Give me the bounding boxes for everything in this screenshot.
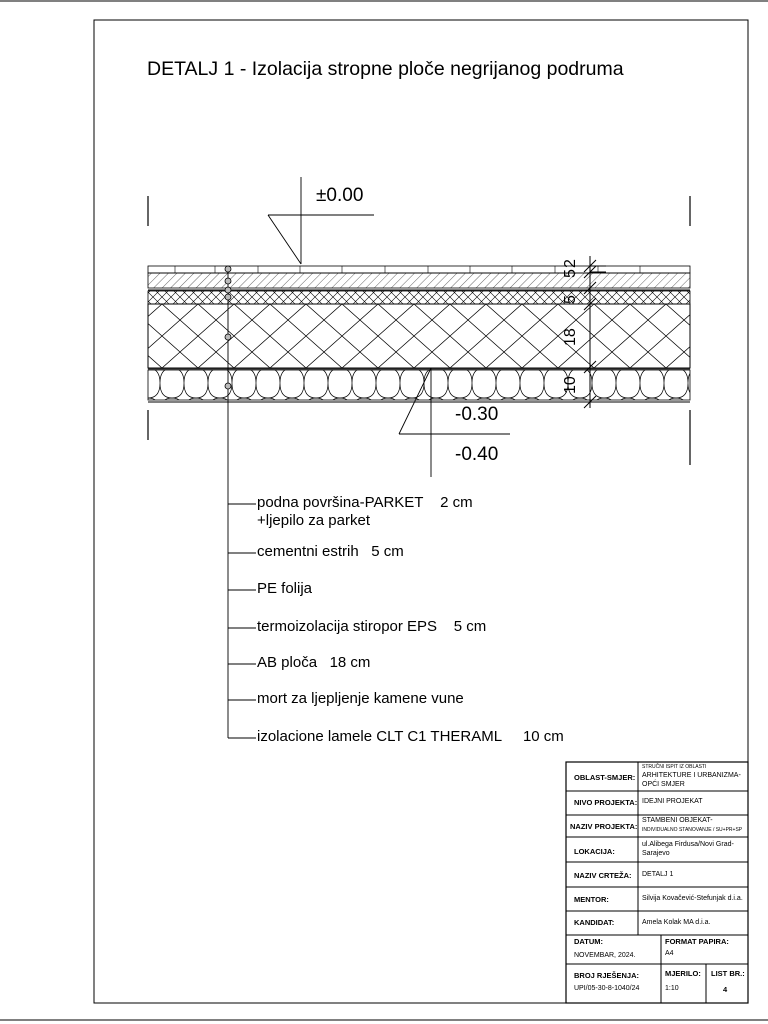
- callout-kamena-vuna: izolacione lamele CLT C1 THERAML 10 cm: [257, 728, 564, 745]
- tb-oblast-line2: ARHITEKTURE I URBANIZMA-: [642, 772, 741, 779]
- tb-oblast-line1: STRUČNI ISPIT IZ OBLASTI: [642, 764, 707, 770]
- dimension-chain: [583, 256, 606, 409]
- callout-cementni-estrih: cementni estrih 5 cm: [257, 543, 404, 560]
- section-break-lines: [147, 196, 691, 465]
- title-block-grid: [565, 761, 749, 1004]
- tb-lokacija-line2: Sarajevo: [642, 850, 670, 857]
- tb-lokacija-label: LOKACIJA:: [574, 847, 615, 856]
- tb-naziv-crteza-value: DETALJ 1: [642, 871, 674, 878]
- tb-oblast-label: OBLAST-SMJER:: [574, 773, 636, 782]
- floor-section: [147, 265, 691, 403]
- tb-list-value: 4: [723, 985, 728, 994]
- drawing-title: DETALJ 1 - Izolacija stropne ploče negri…: [147, 58, 624, 80]
- callout-parket: podna površina-PARKET 2 cm +ljepilo za p…: [257, 494, 473, 529]
- dimension-label: 18: [562, 328, 579, 346]
- tb-kandidat-value: Amela Kolak MA d.i.a.: [642, 919, 711, 926]
- tb-broj-label: BROJ RJEŠENJA:: [574, 971, 640, 980]
- dimension-label: 10: [562, 376, 579, 394]
- tb-mjerilo-label: MJERILO:: [665, 969, 701, 978]
- leader-lines: [227, 268, 256, 739]
- callout-pe-folija: PE folija: [257, 580, 313, 597]
- tb-mentor-label: MENTOR:: [574, 895, 609, 904]
- leader-dots: [224, 265, 232, 390]
- callout-mort: mort za ljepljenje kamene vune: [257, 690, 464, 707]
- tb-nivo-value: IDEJNI PROJEKAT: [642, 798, 703, 805]
- tb-naziv-crteza-label: NAZIV CRTEŽA:: [574, 871, 632, 880]
- tb-naziv-projekta-line1: STAMBENI OBJEKAT-: [642, 817, 713, 824]
- layer-kamena-vuna: [147, 369, 691, 401]
- level-mark-top: [267, 177, 374, 265]
- level-mid-label: -0.30: [455, 404, 499, 425]
- layer-cementni-estrih: [147, 272, 691, 289]
- tb-oblast-line3: OPĆI SMJER: [642, 781, 685, 788]
- tb-naziv-projekta-line2: INDIVIDUALNO STANOVANJE / SU+PR+SP: [642, 827, 743, 833]
- tb-format-value: A4: [665, 950, 674, 957]
- tb-mjerilo-value: 1:10: [665, 985, 679, 992]
- tb-kandidat-label: KANDIDAT:: [574, 918, 615, 927]
- drawing-frame: [93, 19, 749, 1004]
- dimension-label: 5: [562, 269, 579, 278]
- tb-list-label: LIST BR.:: [711, 969, 745, 978]
- callout-eps: termoizolacija stiropor EPS 5 cm: [257, 618, 487, 635]
- level-top-label: ±0.00: [316, 185, 364, 206]
- tb-datum-value: NOVEMBAR, 2024.: [574, 952, 636, 959]
- tb-datum-label: DATUM:: [574, 937, 604, 946]
- layer-ab-ploca: [147, 303, 691, 369]
- level-mark-bottom: [398, 367, 510, 477]
- tb-mentor-value: Silvija Kovačević-Stefunjak d.i.a.: [642, 895, 743, 902]
- dimension-label: 2: [562, 259, 579, 268]
- tb-nivo-label: NIVO PROJEKTA:: [574, 798, 638, 807]
- tb-broj-value: UPI/05-30-8-1040/24: [574, 985, 640, 992]
- tb-lokacija-line1: ul.Alibega Firdusa/Novi Grad-: [642, 841, 734, 848]
- dimension-label: 5: [562, 295, 579, 304]
- level-bottom-label: -0.40: [455, 444, 499, 465]
- tb-format-label: FORMAT PAPIRA:: [665, 937, 729, 946]
- tb-naziv-projekta-label: NAZIV PROJEKTA:: [570, 822, 638, 831]
- callout-ab-ploca: AB ploča 18 cm: [257, 654, 371, 671]
